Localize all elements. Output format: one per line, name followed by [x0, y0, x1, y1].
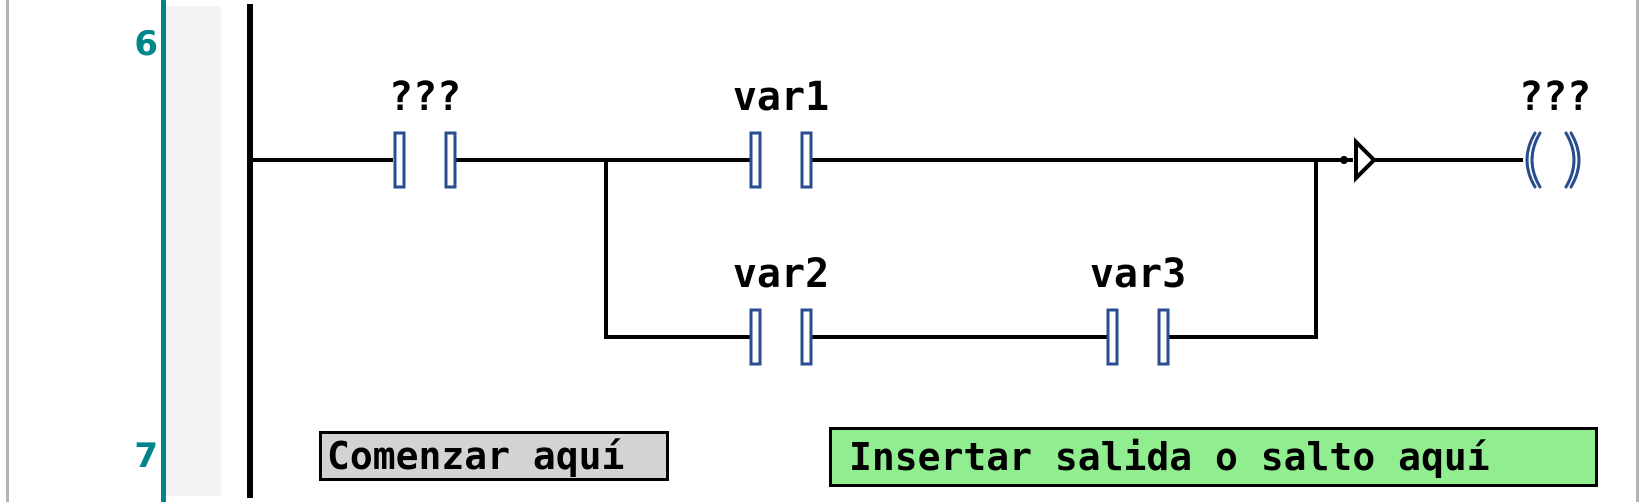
contact-var3[interactable]: var3: [1090, 251, 1186, 366]
contact-var2[interactable]: var2: [733, 251, 829, 366]
right-border: [1636, 0, 1639, 502]
coil-unassigned[interactable]: ???: [1519, 74, 1591, 189]
left-border: [6, 0, 9, 502]
coil-icon: [1525, 131, 1581, 189]
normally-open-contact-icon: [749, 308, 813, 366]
start-here-button[interactable]: Comenzar aquí: [319, 431, 669, 481]
normally-open-contact-icon: [749, 131, 813, 189]
rung-number-6[interactable]: 6: [134, 24, 158, 64]
rung-gutter: [166, 6, 221, 496]
contact-label-var2: var2: [733, 251, 829, 297]
jump-arrow-icon[interactable]: [1340, 137, 1377, 183]
gutter-line: [161, 0, 166, 502]
normally-open-contact-icon: [1106, 308, 1170, 366]
contact-label-var1: var1: [733, 74, 829, 120]
rung-wires: [250, 158, 1523, 339]
contact-label-unassigned: ???: [389, 74, 461, 120]
left-power-rail: [247, 4, 253, 498]
rung-number-7[interactable]: 7: [134, 436, 158, 476]
contact-unassigned[interactable]: ???: [389, 74, 461, 189]
normally-open-contact-icon: [393, 131, 457, 189]
coil-label-unassigned: ???: [1519, 74, 1591, 120]
contact-var1[interactable]: var1: [733, 74, 829, 189]
contact-label-var3: var3: [1090, 251, 1186, 297]
insert-output-button[interactable]: Insertar salida o salto aquí: [829, 427, 1598, 487]
